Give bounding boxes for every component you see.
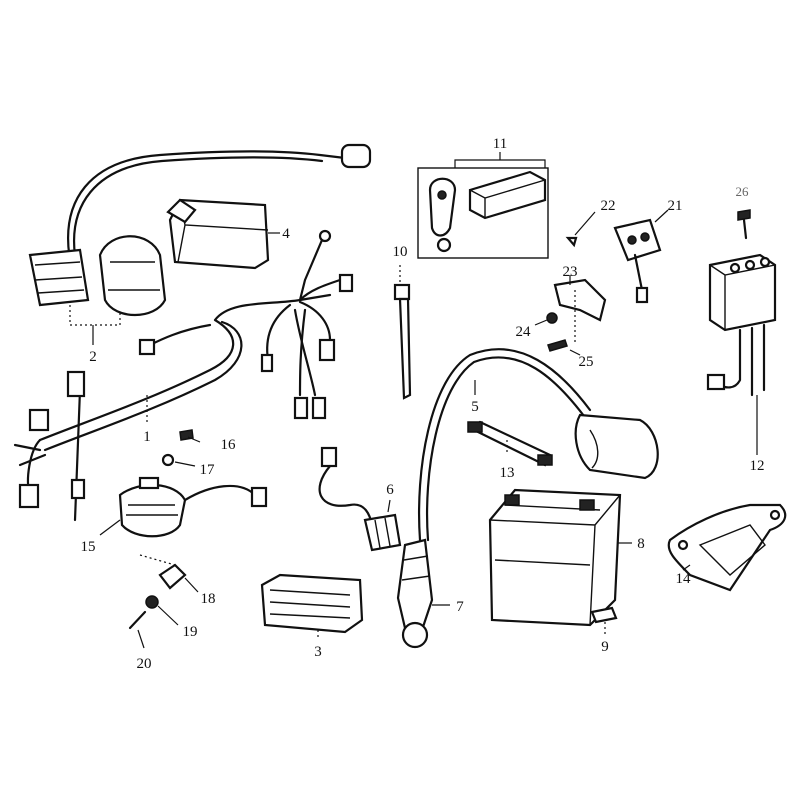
part-3-regulator [260,573,364,640]
label-12: 12 [750,458,765,474]
part-10-cable-tie [393,265,412,400]
part-14-battery-plate [667,503,787,592]
label-22: 22 [601,198,616,214]
label-10: 10 [393,244,408,260]
part-4-cdi-unit [166,198,280,270]
part-5-ignition-coil [417,348,659,542]
label-26: 26 [736,184,750,199]
label-5: 5 [471,399,479,415]
part-1-wiring-harness [13,229,354,522]
label-15: 15 [81,539,96,555]
label-3: 3 [314,644,322,660]
label-16: 16 [221,437,237,453]
part-8-battery [488,488,632,627]
label-9: 9 [601,639,609,655]
part-number-labels: 1 2 3 4 5 6 7 8 9 10 11 12 13 14 15 16 1… [81,136,765,672]
label-8: 8 [637,536,645,552]
label-14: 14 [676,571,692,587]
label-17: 17 [200,462,216,478]
part-13-battery-strap [467,420,553,467]
part-21-25-relay-bracket [534,209,669,356]
part-15-20-sensor-hardware [99,429,268,649]
label-21: 21 [668,198,683,214]
label-20: 20 [137,656,152,672]
part-11-remote-kit [417,152,549,259]
label-25: 25 [579,354,594,370]
part-7-plug-cap [396,538,450,649]
label-4: 4 [282,226,290,242]
label-6: 6 [386,482,394,498]
label-19: 19 [183,624,198,640]
label-2: 2 [89,349,97,365]
label-23: 23 [563,264,578,280]
label-13: 13 [500,465,515,481]
part-9-battery-pad [590,606,618,635]
label-11: 11 [493,136,507,152]
label-18: 18 [201,591,216,607]
part-12-starter-relay [706,209,777,455]
part-2-magneto-cable [28,143,372,345]
label-24: 24 [516,324,532,340]
label-7: 7 [456,599,464,615]
label-1: 1 [143,429,151,445]
part-6-ignition-switch [318,446,402,552]
